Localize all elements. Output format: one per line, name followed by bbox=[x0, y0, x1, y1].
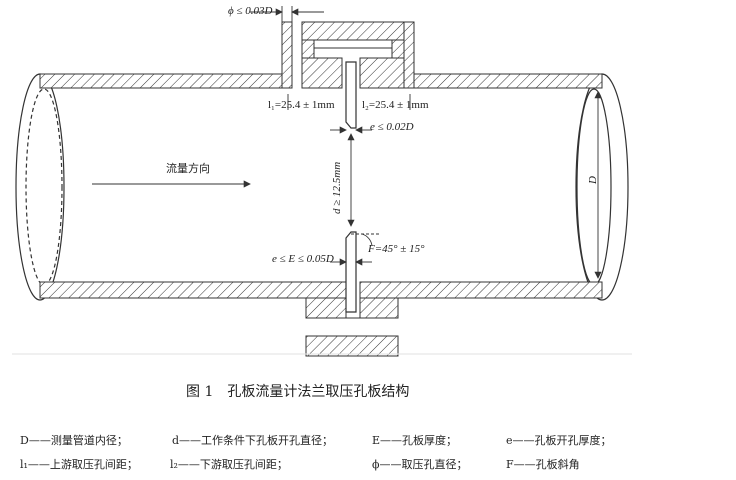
plate-upper bbox=[345, 61, 357, 129]
pipe-right-end-inner bbox=[576, 88, 612, 286]
figure-caption: 图 1 孔板流量计法兰取压孔板结构 bbox=[186, 384, 409, 400]
orifice-plate bbox=[345, 61, 357, 313]
top-wall-right bbox=[411, 73, 603, 89]
legend-F: F——孔板斜角 bbox=[506, 457, 580, 471]
label-phi: ϕ ≤ 0.03D bbox=[228, 5, 272, 17]
pipe-walls bbox=[39, 73, 603, 299]
legend-l2: l₂——下游取压孔间距； bbox=[170, 458, 288, 471]
bottom-wall-left bbox=[39, 281, 347, 299]
top-wall-left bbox=[39, 73, 283, 89]
label-l2: l₂=25.4 ± 1mm bbox=[362, 99, 429, 111]
pipe-left-end-inner bbox=[25, 88, 63, 286]
pipe-left-end bbox=[15, 73, 65, 301]
label-F: F=45° ± 15° bbox=[367, 243, 425, 255]
legend-E: E——孔板厚度； bbox=[372, 433, 457, 447]
bottom-wall-right bbox=[359, 281, 603, 299]
dimensions bbox=[92, 6, 602, 279]
label-d: d ≥ 12.5mm bbox=[331, 162, 343, 214]
label-E: e ≤ E ≤ 0.05D bbox=[272, 253, 334, 265]
legend-e: e——孔板开孔厚度； bbox=[506, 433, 612, 447]
top-flange bbox=[281, 21, 415, 89]
legend-l1: l₁——上游取压孔间距； bbox=[20, 458, 138, 471]
legend: D——测量管道内径； d——工作条件下孔板开孔直径； E——孔板厚度； e——孔… bbox=[20, 433, 612, 471]
label-l1: l₁=25.4 ± 1mm bbox=[268, 99, 335, 111]
label-e: e ≤ 0.02D bbox=[370, 121, 414, 133]
bottom-flange bbox=[305, 297, 399, 357]
legend-d: d——工作条件下孔板开孔直径； bbox=[172, 433, 333, 447]
label-flow-direction: 流量方向 bbox=[166, 161, 210, 175]
legend-phi: ϕ——取压孔直径； bbox=[372, 457, 468, 471]
label-D: D bbox=[587, 176, 599, 185]
plate-lower bbox=[345, 231, 357, 313]
legend-D: D——测量管道内径； bbox=[20, 433, 128, 447]
